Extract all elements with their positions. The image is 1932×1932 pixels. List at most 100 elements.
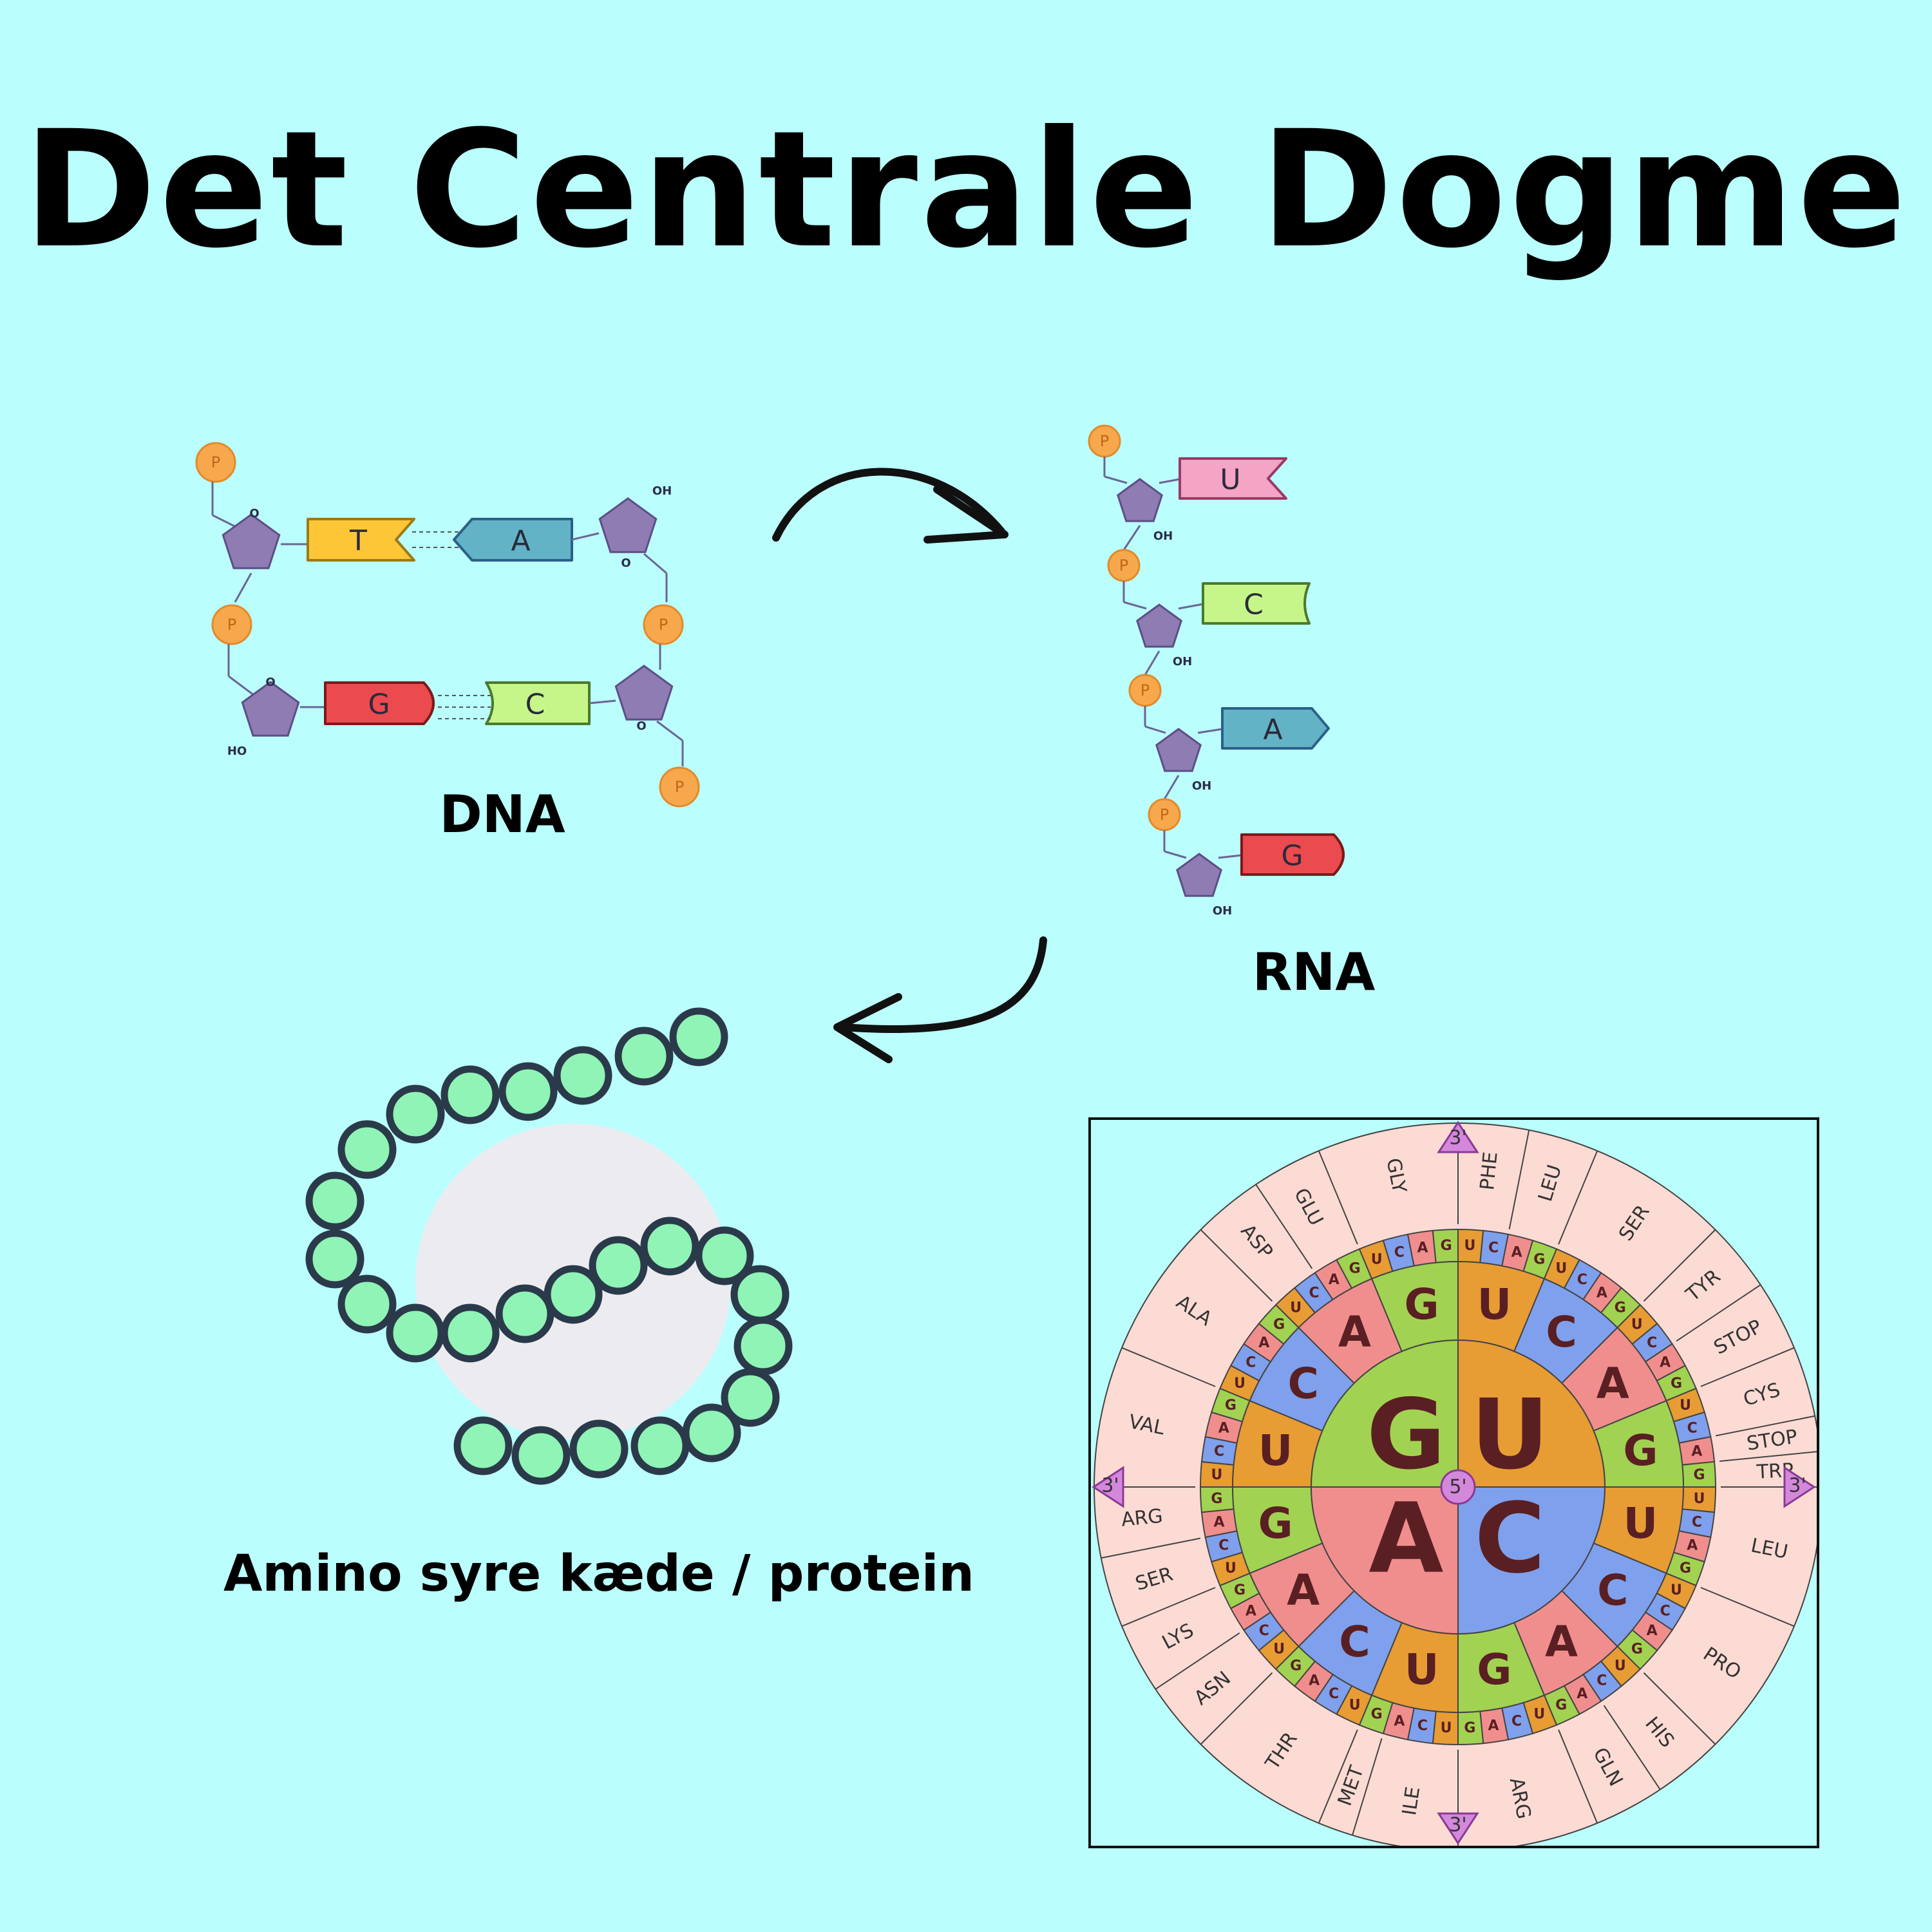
wheel-center-marker xyxy=(1440,1469,1476,1505)
wheel-aa-divider xyxy=(1121,1587,1216,1627)
rna-base-3-letter: A xyxy=(1263,714,1282,746)
wheel-third-base: A xyxy=(1660,1355,1671,1371)
wheel-second-base: G xyxy=(1623,1426,1658,1475)
amino-acid-bead xyxy=(682,1403,741,1463)
rna-sugar-3 xyxy=(1155,728,1202,772)
wheel-amino-acid: ILE xyxy=(1398,1785,1425,1817)
wheel-third-base: U xyxy=(1671,1582,1682,1598)
wheel-third-base: G xyxy=(1349,1261,1361,1277)
wheel-end-label: 3' xyxy=(1449,1127,1466,1150)
wheel-third-base: C xyxy=(1259,1623,1269,1639)
wheel-end-label: 3' xyxy=(1101,1475,1119,1497)
rna-sugar-2 xyxy=(1136,603,1182,648)
rna-phosphate-4-text: P xyxy=(1160,806,1169,824)
rna-to-protein-arrow-head xyxy=(833,993,902,1063)
dna-base-g-letter: G xyxy=(368,688,390,721)
wheel-aa-divider xyxy=(1200,1672,1273,1745)
dna-oh: OH xyxy=(652,484,672,498)
wheel-third-base: A xyxy=(1309,1673,1320,1689)
wheel-aa-divider xyxy=(1352,1738,1383,1835)
wheel-third-base: G xyxy=(1371,1707,1383,1723)
wheel-third-base: U xyxy=(1694,1491,1705,1507)
rna-link-b-1 xyxy=(1123,601,1147,610)
wheel-third-base: G xyxy=(1441,1238,1452,1254)
wheel-aa-divider xyxy=(1676,1284,1761,1342)
dna-phosphate-4-text: P xyxy=(675,778,684,796)
wheel-third-base: U xyxy=(1555,1261,1567,1277)
wheel-second-base: U xyxy=(1405,1645,1439,1694)
amino-acid-bead xyxy=(730,1265,790,1324)
wheel-third-base: U xyxy=(1631,1317,1643,1333)
wheel-aa-divider xyxy=(1255,1184,1313,1269)
wheel-first-base-cell xyxy=(1457,1339,1606,1488)
dna-sugar-1 xyxy=(222,513,281,569)
protein-label: Amino syre kæde / protein xyxy=(223,1545,974,1603)
wheel-third-base: G xyxy=(1555,1697,1567,1713)
wheel-end-marker xyxy=(1437,1121,1479,1153)
rna-link-c-2 xyxy=(1197,728,1223,734)
rna-to-protein-arrow xyxy=(833,936,1047,1063)
wheel-third-base: U xyxy=(1441,1720,1452,1736)
rna-label: RNA xyxy=(1252,942,1376,1002)
page-title: Det Centrale Dogme xyxy=(23,96,1909,283)
wheel-second-base: C xyxy=(1339,1617,1370,1667)
amino-acid-bead xyxy=(337,1274,397,1334)
rna-to-protein-arrow-shaft xyxy=(840,936,1047,1034)
wheel-second-base: A xyxy=(1338,1307,1371,1357)
wheel-third-base: C xyxy=(1417,1718,1428,1734)
dna-link-12 xyxy=(589,699,616,705)
wheel-third-base: C xyxy=(1329,1686,1339,1702)
wheel-third-base: A xyxy=(1258,1335,1269,1351)
wheel-first-base: U xyxy=(1471,1379,1549,1491)
dna-sugar-4 xyxy=(614,665,674,721)
dna-phosphate-4 xyxy=(659,766,700,808)
wheel-third-base: U xyxy=(1615,1658,1626,1674)
wheel-aa-divider xyxy=(1700,1347,1795,1387)
wheel-amino-acid: ARG xyxy=(1121,1505,1164,1531)
amino-acid-bead xyxy=(695,1226,754,1285)
wheel-third-base: A xyxy=(1596,1285,1607,1301)
wheel-third-base: A xyxy=(1218,1420,1229,1436)
rna-sugar-4 xyxy=(1176,853,1222,897)
wheel-aa-divider xyxy=(1318,1729,1358,1824)
wheel-third-base: A xyxy=(1691,1443,1702,1459)
wheel-aa-divider xyxy=(1101,1537,1201,1559)
wheel-third-base: C xyxy=(1596,1673,1607,1689)
rna-phosphate-1-text: P xyxy=(1100,432,1109,450)
rna-base-2-letter: C xyxy=(1244,589,1264,621)
wheel-second-base: C xyxy=(1287,1359,1318,1408)
amino-acid-bead xyxy=(305,1171,365,1231)
amino-acid-bead xyxy=(553,1046,612,1105)
wheel-third-base: G xyxy=(1671,1376,1682,1392)
amino-acid-bead xyxy=(544,1265,603,1324)
wheel-third-base: G xyxy=(1533,1251,1545,1267)
wheel-third-base: C xyxy=(1488,1240,1499,1256)
wheel-third-base: A xyxy=(1488,1718,1499,1734)
dna-o-3: O xyxy=(621,556,630,570)
wheel-end-marker xyxy=(1783,1466,1816,1508)
wheel-third-base: G xyxy=(1273,1317,1285,1333)
wheel-third-base: G xyxy=(1211,1491,1222,1507)
wheel-third-base: C xyxy=(1687,1420,1698,1436)
wheel-end-marker xyxy=(1092,1466,1124,1508)
amino-acid-bead xyxy=(495,1284,554,1343)
wheel-third-base: G xyxy=(1615,1300,1626,1316)
wheel-third-base: U xyxy=(1234,1376,1245,1392)
dna-sugar-2 xyxy=(241,681,300,737)
wheel-aa-divider xyxy=(1700,1587,1795,1627)
dna-base-c-letter: C xyxy=(526,688,545,721)
dna-phosphate-1 xyxy=(195,442,236,483)
dna-link-13 xyxy=(656,720,683,742)
amino-acid-bead xyxy=(669,1007,728,1066)
rna-base-4 xyxy=(1240,833,1345,876)
wheel-aa-divider xyxy=(1643,1229,1716,1302)
wheel-first-base: C xyxy=(1475,1483,1546,1595)
wheel-third-base: U xyxy=(1680,1397,1691,1414)
dna-link-3 xyxy=(234,573,252,603)
wheel-third-base: C xyxy=(1394,1245,1405,1261)
wheel-aa-divider xyxy=(1155,1632,1240,1690)
rna-oh-1: OH xyxy=(1153,529,1173,543)
wheel-second-base: A xyxy=(1596,1359,1629,1408)
amino-acid-bead xyxy=(721,1368,780,1427)
